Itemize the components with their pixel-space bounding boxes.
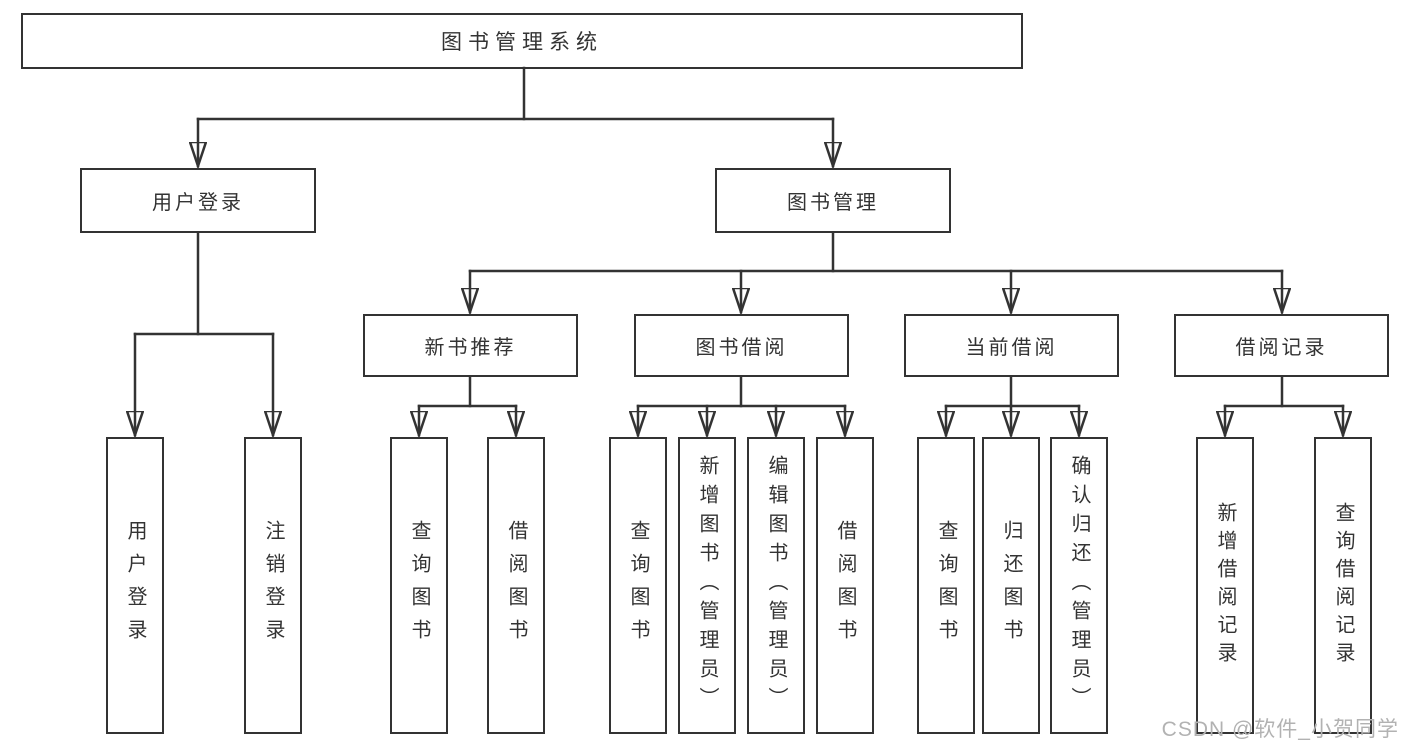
leaf-label: 查询图书 <box>408 519 430 652</box>
node-borrow-record: 借阅记录 <box>1174 314 1389 377</box>
leaf-bb-query-book: 查询图书 <box>609 437 667 734</box>
leaf-logout: 注销登录 <box>244 437 302 734</box>
leaf-label: 新增图书（管理员） <box>696 455 718 716</box>
leaf-label: 注销登录 <box>262 519 284 652</box>
leaf-label: 用户登录 <box>124 519 146 652</box>
node-book-management: 图书管理 <box>715 168 951 233</box>
leaf-bb-borrow-book: 借阅图书 <box>816 437 874 734</box>
node-root-title: 图书管理系统 <box>21 13 1023 69</box>
node-user-login: 用户登录 <box>80 168 316 233</box>
leaf-label: 编辑图书（管理员） <box>765 455 787 716</box>
leaf-cb-query-book: 查询图书 <box>917 437 975 734</box>
leaf-label: 借阅图书 <box>505 519 527 652</box>
leaf-label: 确认归还（管理员） <box>1068 455 1090 716</box>
node-book-borrow: 图书借阅 <box>634 314 849 377</box>
leaf-label: 查询图书 <box>935 519 957 652</box>
leaf-label: 查询借阅记录 <box>1332 501 1354 670</box>
leaf-label: 查询图书 <box>627 519 649 652</box>
leaf-cb-confirm-return-admin: 确认归还（管理员） <box>1050 437 1108 734</box>
leaf-label: 借阅图书 <box>834 519 856 652</box>
leaf-br-add-record: 新增借阅记录 <box>1196 437 1254 734</box>
leaf-cb-return-book: 归还图书 <box>982 437 1040 734</box>
node-new-book-recommend: 新书推荐 <box>363 314 578 377</box>
leaf-user-login: 用户登录 <box>106 437 164 734</box>
node-current-borrow: 当前借阅 <box>904 314 1119 377</box>
leaf-label: 新增借阅记录 <box>1214 501 1236 670</box>
leaf-nb-borrow-book: 借阅图书 <box>487 437 545 734</box>
leaf-bb-edit-book-admin: 编辑图书（管理员） <box>747 437 805 734</box>
leaf-nb-query-book: 查询图书 <box>390 437 448 734</box>
csdn-watermark: CSDN @软件_小贺同学 <box>1161 718 1399 741</box>
leaf-bb-add-book-admin: 新增图书（管理员） <box>678 437 736 734</box>
leaf-label: 归还图书 <box>1000 519 1022 652</box>
leaf-br-query-record: 查询借阅记录 <box>1314 437 1372 734</box>
